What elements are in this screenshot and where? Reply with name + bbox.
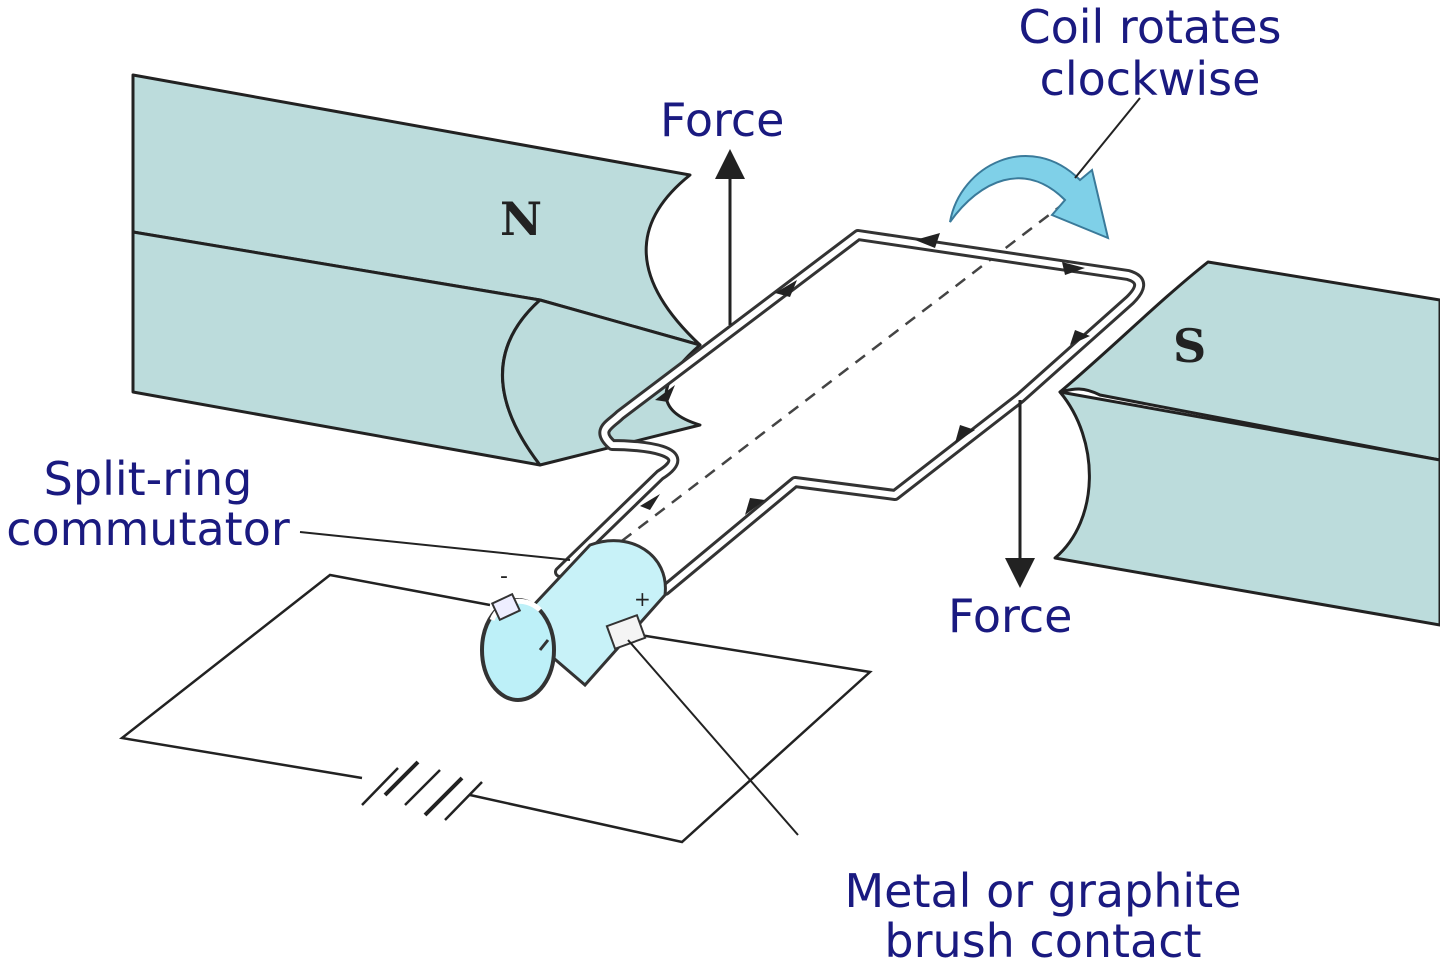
- north-magnet: N: [131, 73, 702, 467]
- rotation-label-line2: clockwise: [1040, 52, 1261, 106]
- current-arrow: [1070, 330, 1090, 345]
- force-bottom-label: Force: [948, 589, 1072, 643]
- brush-contact-left: [490, 592, 522, 622]
- brush-label-line1: Metal or graphite: [844, 864, 1241, 918]
- battery-plate: [361, 767, 399, 806]
- rotation-leader-line: [1074, 97, 1141, 179]
- battery-plate: [383, 760, 420, 797]
- south-magnet: S: [1053, 260, 1440, 627]
- current-arrow: [775, 280, 797, 297]
- current-arrow: [955, 425, 975, 443]
- rotation-arrow-icon: [949, 155, 1110, 240]
- brush-label-line2: brush contact: [884, 914, 1201, 964]
- coil: [554, 229, 1146, 596]
- current-arrow: [745, 498, 765, 515]
- commutator-leader-line: [299, 531, 571, 561]
- battery-plate: [444, 781, 483, 821]
- commutator-label-line1: Split-ring: [44, 452, 253, 506]
- plus-sign: +: [634, 587, 651, 611]
- current-arrow: [640, 494, 660, 510]
- external-circuit: [118, 573, 873, 844]
- minus-sign: -: [500, 564, 508, 589]
- rotation-axis: [554, 204, 1063, 593]
- current-arrow: [1062, 262, 1085, 275]
- north-pole-label: N: [500, 192, 542, 246]
- south-pole-label: S: [1173, 319, 1206, 373]
- rotation-label-line1: Coil rotates: [1018, 0, 1281, 54]
- force-top-label: Force: [660, 93, 784, 147]
- split-ring-commutator: - +: [480, 539, 667, 702]
- brush-leader-line: [627, 639, 799, 836]
- commutator-label-line2: commutator: [6, 502, 290, 556]
- battery-plate: [404, 769, 441, 806]
- battery-plate: [423, 776, 464, 817]
- current-arrow: [655, 385, 675, 402]
- current-arrow: [915, 233, 940, 248]
